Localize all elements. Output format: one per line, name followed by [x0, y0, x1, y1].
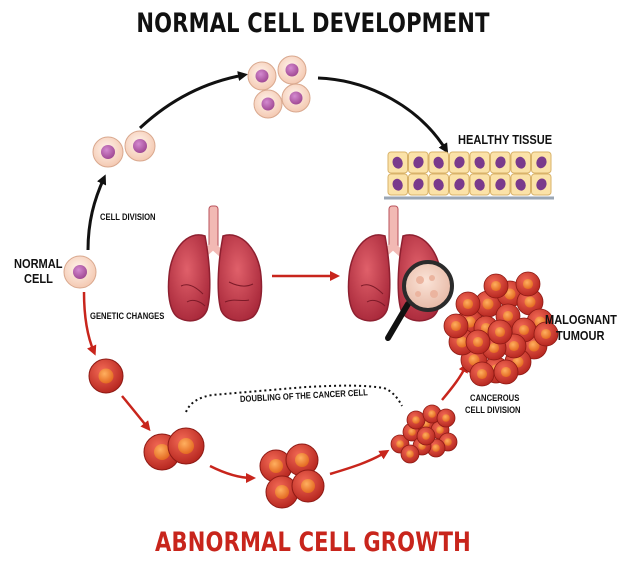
arrow-four-to-cluster [329, 449, 390, 476]
label-normal-cell-line2: CELL [24, 271, 53, 286]
normal-cells-cluster [247, 55, 311, 119]
arrow-normal-to-division [86, 174, 107, 251]
arrow-normal-to-cancer [82, 291, 97, 356]
normal-cells-divided [92, 130, 156, 168]
malignant-tumour [443, 271, 559, 387]
label-cancerous-line2: CELL DIVISION [465, 405, 521, 415]
label-cell-division: CELL DIVISION [100, 212, 156, 222]
lungs-healthy [167, 205, 263, 322]
arrow-cluster-to-tumour [441, 362, 468, 401]
cancer-cells-doubled [143, 427, 205, 471]
cancer-cell-single [88, 358, 124, 394]
label-cancerous-line1: CANCEROUS [470, 393, 520, 403]
label-normal-cell-line1: NORMAL [14, 256, 63, 271]
title-abnormal-cell-growth: ABNORMAL CELL GROWTH [155, 527, 471, 558]
label-tumour-line1: MALOGNANT [545, 312, 617, 327]
cancer-cells-cluster [390, 404, 458, 464]
label-tumour-line2: TUMOUR [556, 328, 605, 343]
title-normal-cell-development: NORMAL CELL DEVELOPMENT [136, 8, 490, 39]
label-healthy-tissue: HEALTHY TISSUE [458, 132, 553, 147]
doubling-bracket [185, 384, 403, 413]
magnifying-glass-icon [385, 260, 454, 341]
arrow-double-to-four [209, 464, 256, 483]
healthy-tissue [384, 151, 554, 200]
normal-cell-single [63, 255, 97, 289]
cancer-cells-four [259, 443, 325, 509]
arrow-cancer-to-double [121, 395, 151, 432]
arrow-division-to-cluster [138, 71, 248, 130]
label-genetic-changes: GENETIC CHANGES [90, 311, 165, 321]
arrow-cluster-to-tissue [317, 76, 449, 154]
